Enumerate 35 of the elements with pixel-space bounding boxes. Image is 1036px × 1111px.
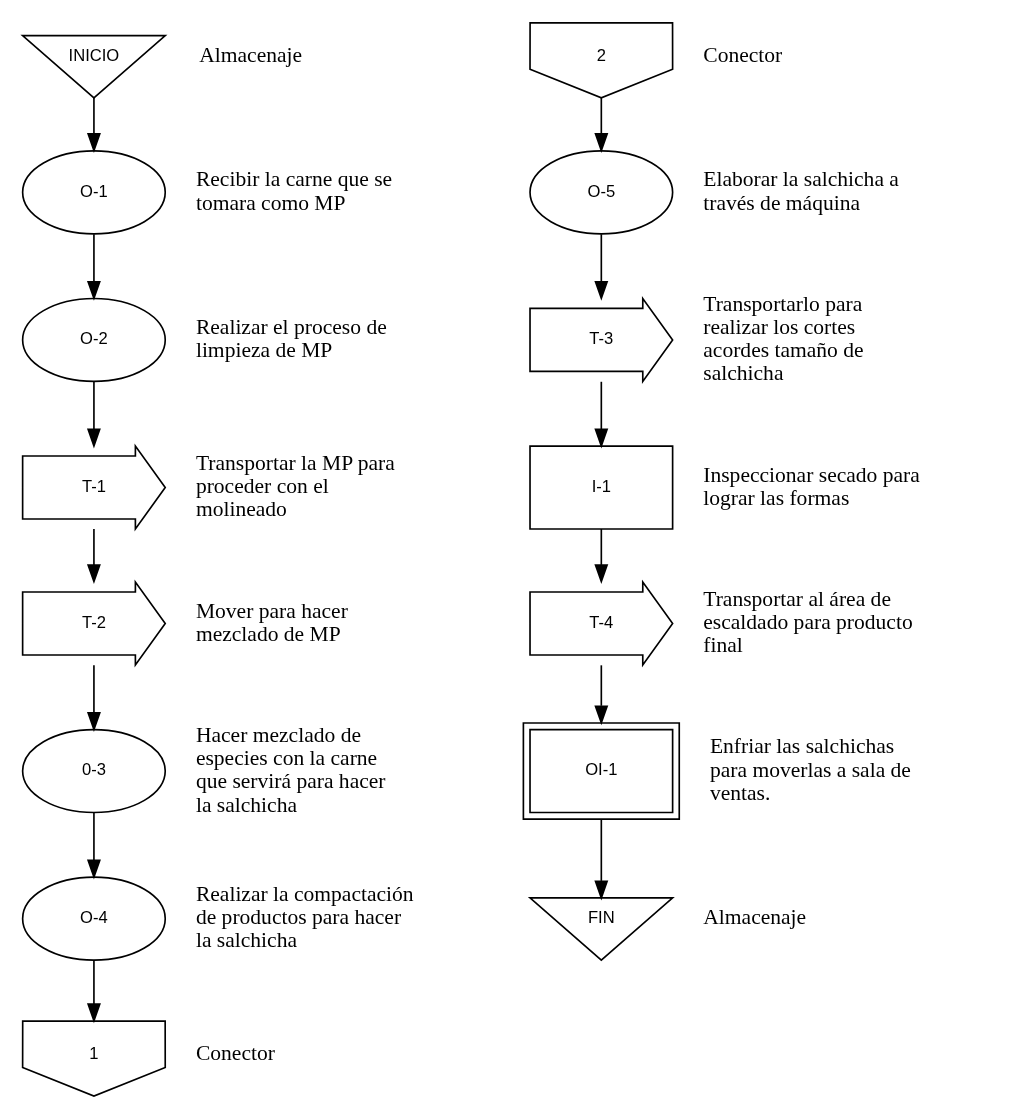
node-label: Conector — [195, 1041, 275, 1066]
node-label: Conector — [703, 43, 783, 68]
arrow — [594, 818, 609, 901]
node-ellipse: O-4 — [21, 876, 167, 961]
node-label: Transportar al área de escaldado para producto final — [703, 586, 913, 658]
arrow — [86, 664, 101, 732]
node-label: Enfriar las salchichas para moverlas a sala de ventas. — [709, 734, 911, 805]
node-label: Realizar el proceso de limpieza de MP — [195, 314, 387, 363]
arrow — [594, 97, 609, 153]
node-label: Recibir la carne que se tomara como MP — [195, 167, 393, 215]
node-ellipse: O-5 — [529, 150, 674, 235]
arrow — [594, 380, 609, 449]
arrow — [86, 528, 101, 585]
arrow — [86, 233, 101, 301]
node-label: Mover para hacer mezclado de MP — [195, 598, 348, 646]
arrow — [594, 528, 609, 585]
node-label: Inspeccionar secado para lograr las formas — [703, 462, 920, 510]
arrow — [86, 812, 101, 880]
node-ellipse: O-2 — [21, 297, 167, 383]
arrow — [86, 97, 101, 153]
arrow — [86, 380, 101, 449]
node-label: Transportar la MP para proceder con el molineado — [195, 450, 395, 522]
node-label: Almacenaje — [703, 905, 807, 930]
arrow — [594, 233, 609, 301]
node-box: I-1 — [529, 445, 674, 530]
node-ellipse: O-1 — [21, 150, 167, 235]
node-label: Elaborar la salchicha a través de máquina — [703, 167, 899, 215]
arrow — [594, 664, 609, 726]
node-label: Hacer mezclado de especies con la carne que servirá para hacer la salchicha — [195, 722, 386, 817]
node-box: OI-1 — [522, 722, 681, 820]
node-label: Realizar la compactación de productos para hacer la salchicha — [195, 882, 414, 953]
node-ellipse: 0-3 — [21, 728, 167, 814]
node-label: Almacenaje — [199, 43, 303, 68]
node-label: Transportarlo para realizar los cortes acordes tamaño de salchicha — [703, 291, 864, 386]
arrow — [86, 959, 101, 1024]
